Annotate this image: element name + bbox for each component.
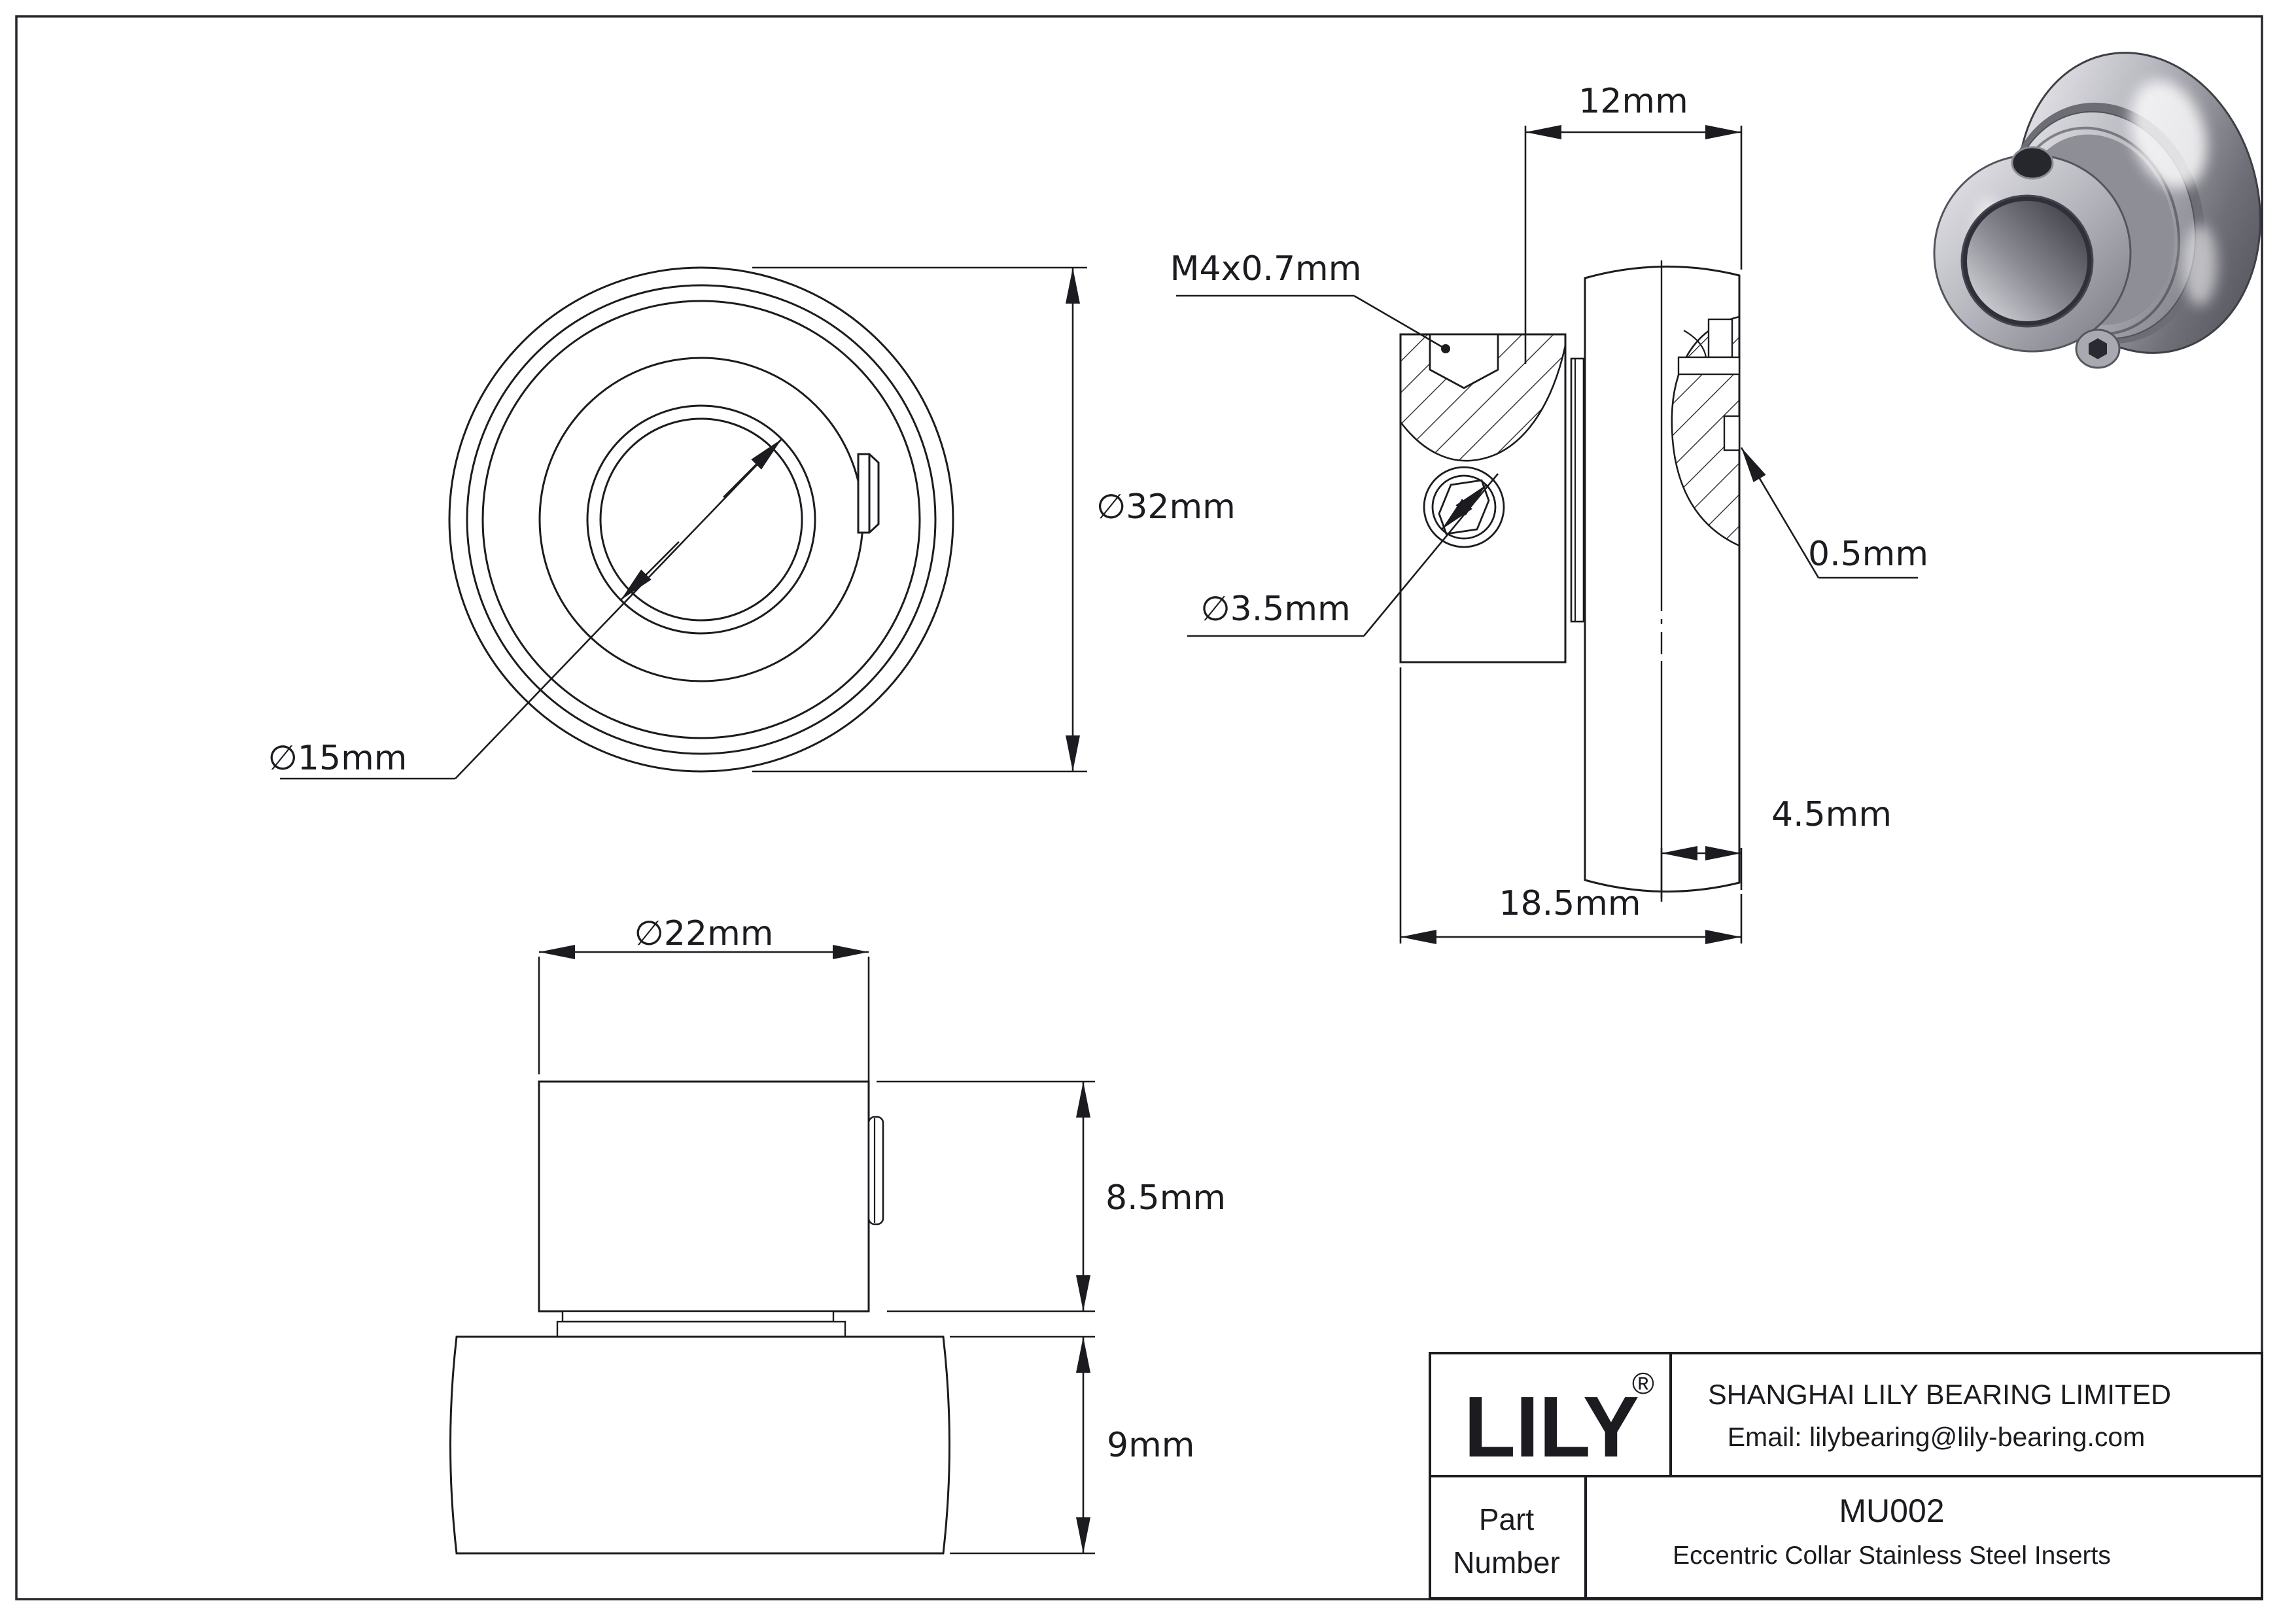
dim-screw-3_5mm: ∅3.5mm: [1187, 473, 1499, 637]
width-12-label: 12mm: [1578, 82, 1688, 121]
dim-od-32mm: ∅32mm: [752, 266, 1236, 773]
company-logo: LILY: [1464, 1379, 1639, 1475]
od-diameter-label: ∅32mm: [1096, 487, 1236, 527]
outer-ring-profile: [449, 1335, 950, 1555]
dim-width-12mm: 12mm: [1524, 82, 1743, 364]
bearing-3d-render: [1933, 52, 2261, 369]
dim-total-18_5mm: 18.5mm: [1399, 667, 1743, 944]
screw-diameter-label: ∅3.5mm: [1200, 590, 1350, 629]
dim-collar-od-22mm: ∅22mm: [538, 914, 870, 1115]
part-description: Eccentric Collar Stainless Steel Inserts: [1673, 1542, 2111, 1570]
edge-label: 0.5mm: [1808, 535, 1928, 574]
total-width-label: 18.5mm: [1499, 884, 1641, 923]
part-number-value: MU002: [1839, 1492, 1944, 1529]
collar-hole-3d: [2011, 146, 2054, 180]
outer-ring-section: [1584, 260, 1741, 898]
dim-thread-m4: M4x0.7mm: [1170, 249, 1444, 349]
collar-od-label: ∅22mm: [635, 914, 774, 953]
company-name: SHANGHAI LILY BEARING LIMITED: [1708, 1379, 2171, 1411]
dim-ring-width-9mm: 9mm: [950, 1335, 1194, 1555]
page-border: [15, 15, 2263, 1600]
dim-insert-4_5mm: 4.5mm: [1660, 795, 1892, 902]
part-number-label-line1: Part: [1479, 1502, 1535, 1536]
collar-section: [1399, 333, 1567, 663]
dim-bore-15mm: ∅15mm: [268, 438, 782, 780]
dim-edge-0_5mm: 0.5mm: [1740, 447, 1928, 579]
bore-diameter-label: ∅15mm: [268, 739, 408, 778]
title-block: LILY ® SHANGHAI LILY BEARING LIMITED Ema…: [1429, 1352, 2263, 1600]
front-view: [448, 266, 954, 773]
inner-ring-land: [1570, 357, 1585, 623]
collar-tab: [857, 453, 880, 534]
thread-label: M4x0.7mm: [1170, 249, 1362, 289]
ring-width-label: 9mm: [1107, 1426, 1194, 1465]
insert-width-label: 4.5mm: [1771, 795, 1892, 834]
registered-mark: ®: [1632, 1366, 1654, 1400]
dim-collar-height-8_5mm: 8.5mm: [877, 1080, 1226, 1313]
inner-ring-step: [556, 1310, 846, 1338]
company-email: Email: lilybearing@lily-bearing.com: [1728, 1422, 2146, 1452]
collar-profile: [538, 1080, 884, 1313]
part-number-label-line2: Number: [1453, 1545, 1560, 1580]
bottom-view: [449, 1080, 950, 1555]
collar-height-label: 8.5mm: [1105, 1178, 1226, 1218]
set-screw-3d: [2075, 328, 2121, 369]
